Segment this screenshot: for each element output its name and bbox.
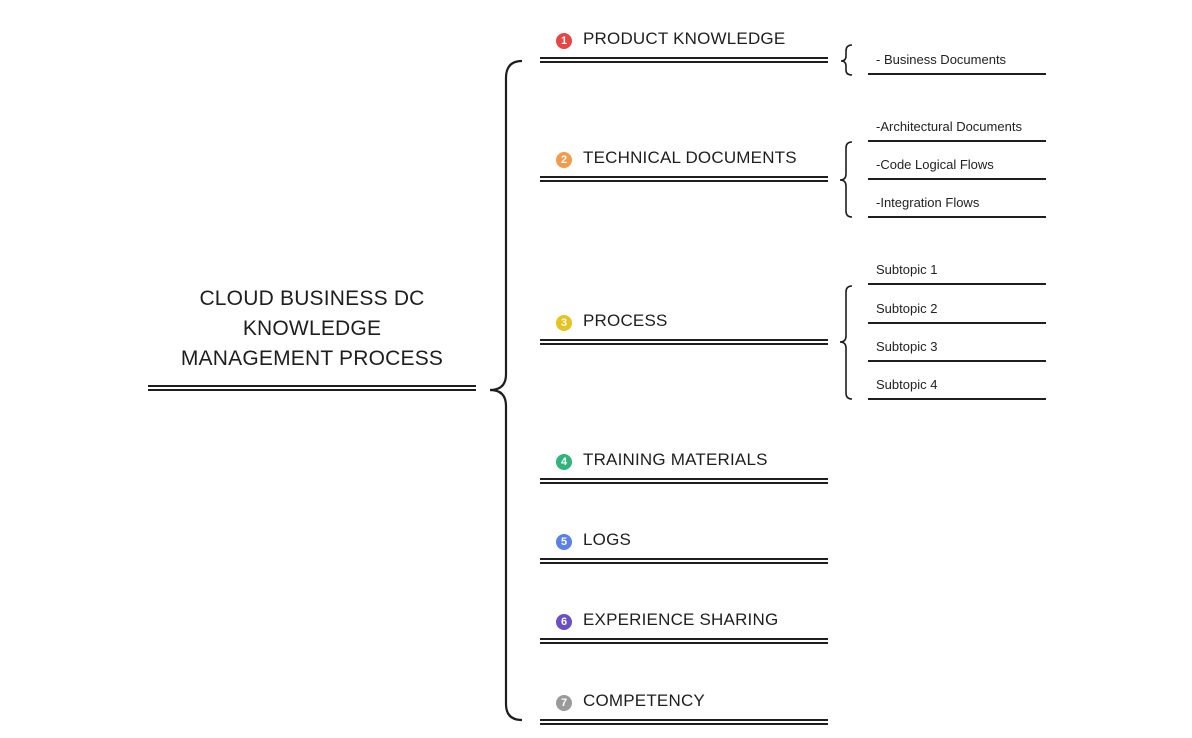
subtopic-4[interactable]: Subtopic 4 (868, 369, 1046, 400)
subtopic-label: -Architectural Documents (876, 119, 1022, 134)
brace-technical-documents (839, 141, 853, 218)
topic-label: COMPETENCY (583, 691, 705, 710)
number-badge-icon: 4 (556, 454, 572, 470)
topic-label: TECHNICAL DOCUMENTS (583, 148, 797, 167)
subtopic-underline (868, 140, 1046, 142)
number-badge-icon: 1 (556, 33, 572, 49)
subtopic-label: Subtopic 2 (876, 301, 938, 316)
subtopic-label: Subtopic 1 (876, 262, 938, 277)
topic-technical-documents[interactable]: 2 TECHNICAL DOCUMENTS (540, 144, 830, 182)
topic-process[interactable]: 3 PROCESS (540, 307, 830, 345)
subtopic-underline (868, 178, 1046, 180)
subtopic-integration-flows[interactable]: -Integration Flows (868, 187, 1046, 218)
number-badge-icon: 7 (556, 695, 572, 711)
number-badge-icon: 5 (556, 534, 572, 550)
subtopic-underline (868, 322, 1046, 324)
root-title-line: CLOUD BUSINESS DC (199, 287, 425, 310)
root-topic[interactable]: CLOUD BUSINESS DC KNOWLEDGE MANAGEMENT P… (148, 284, 476, 374)
subtopic-2[interactable]: Subtopic 2 (868, 293, 1046, 324)
subtopic-label: - Business Documents (876, 52, 1007, 67)
subtopic-underline (868, 360, 1046, 362)
topic-label: EXPERIENCE SHARING (583, 610, 779, 629)
topic-underline (540, 339, 828, 345)
topic-underline (540, 558, 828, 564)
topic-label: LOGS (583, 530, 632, 549)
topic-underline (540, 719, 828, 725)
number-badge-icon: 3 (556, 315, 572, 331)
topic-underline (540, 478, 828, 484)
subtopic-business-documents[interactable]: - Business Documents (868, 44, 1046, 75)
brace-product-knowledge (840, 44, 853, 76)
root-title-line: MANAGEMENT PROCESS (180, 347, 444, 370)
subtopic-3[interactable]: Subtopic 3 (868, 331, 1046, 362)
topic-label: TRAINING MATERIALS (583, 450, 768, 469)
topic-experience-sharing[interactable]: 6 EXPERIENCE SHARING (540, 606, 830, 644)
subtopic-code-logical-flows[interactable]: -Code Logical Flows (868, 149, 1046, 180)
subtopic-underline (868, 398, 1046, 400)
topic-product-knowledge[interactable]: 1 PRODUCT KNOWLEDGE (540, 25, 830, 63)
topic-logs[interactable]: 5 LOGS (540, 526, 830, 564)
root-underline (148, 385, 476, 391)
subtopic-architectural-documents[interactable]: -Architectural Documents (868, 111, 1046, 142)
subtopic-label: Subtopic 4 (876, 377, 938, 392)
number-badge-icon: 2 (556, 152, 572, 168)
number-badge-icon: 6 (556, 614, 572, 630)
subtopic-label: -Integration Flows (876, 195, 980, 210)
subtopic-underline (868, 283, 1046, 285)
topic-underline (540, 57, 828, 63)
topic-competency[interactable]: 7 COMPETENCY (540, 687, 830, 725)
subtopic-underline (868, 216, 1046, 218)
brace-process (839, 285, 853, 400)
main-brace (489, 59, 523, 722)
subtopic-label: -Code Logical Flows (876, 157, 994, 172)
subtopic-underline (868, 73, 1046, 75)
subtopic-label: Subtopic 3 (876, 339, 938, 354)
topic-underline (540, 638, 828, 644)
topic-training-materials[interactable]: 4 TRAINING MATERIALS (540, 446, 830, 484)
topic-label: PROCESS (583, 311, 668, 330)
topic-label: PRODUCT KNOWLEDGE (583, 29, 786, 48)
root-title-line: KNOWLEDGE (242, 317, 382, 340)
topic-underline (540, 176, 828, 182)
subtopic-1[interactable]: Subtopic 1 (868, 254, 1046, 285)
